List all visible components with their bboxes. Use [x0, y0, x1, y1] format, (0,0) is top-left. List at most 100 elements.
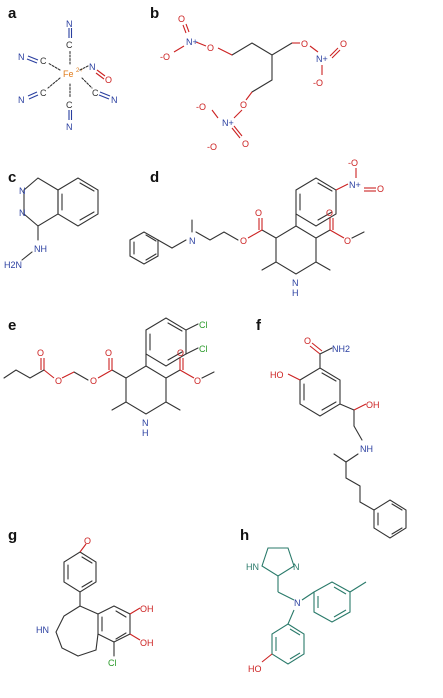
oxygen-right-double: O: [340, 39, 347, 49]
phenol-oh-f: HO: [270, 370, 284, 380]
oxygen-right: O: [301, 39, 308, 49]
oxygen-left-double: O: [178, 14, 185, 24]
alcohol-oh-f: OH: [366, 400, 380, 410]
panel-letter-e: e: [8, 317, 16, 334]
imidazoline-hn: HN: [246, 562, 259, 572]
bond-fe-c-downleft: [47, 77, 61, 89]
ester-o-d-left: O: [255, 208, 262, 218]
ester-o2-e-right: O: [194, 376, 201, 386]
panel-letter-h: h: [240, 527, 249, 544]
oxygen-right-minus: -O: [313, 78, 323, 88]
chlorine-e1: Cl: [199, 320, 208, 330]
dihydropyridine-ring-e: [125, 365, 167, 415]
benzyl-ring-d: [129, 231, 159, 265]
ester-o2-d-left: O: [240, 236, 247, 246]
butyrate-chain: [3, 369, 45, 379]
panel-e: e Cl Cl N H O O: [3, 317, 215, 438]
ester-o-e-left: O: [105, 348, 112, 358]
hydralazine-benzo-ring: [57, 177, 99, 227]
panel-letter-c: c: [8, 169, 16, 186]
amide-o: O: [304, 336, 311, 346]
nitrogen-downleft: N: [18, 95, 25, 105]
nicardipine-structure: N+ -O O N H O O O O: [129, 158, 384, 298]
fenoldopam-oh-1: OH: [140, 604, 154, 614]
oxygen-left-minus: -O: [160, 52, 170, 62]
nitrogen-top: N: [66, 19, 73, 29]
tolyl-ring: [313, 581, 351, 623]
panel-d: d N+ -O O N H O O: [129, 158, 384, 298]
ester-o-d-right: O: [326, 208, 333, 218]
panel-g: g O HN OH OH Cl: [8, 527, 154, 668]
fenoldopam-structure: O HN OH OH Cl: [36, 536, 154, 668]
panel-f: f O NH2 HO OH NH: [256, 317, 407, 539]
carbon-downright: C: [92, 88, 99, 98]
nitro-n-d: N+: [349, 180, 361, 190]
phentolamine-ho: HO: [248, 664, 262, 674]
dhp-h-d: H: [292, 288, 299, 298]
carbon-upleft: C: [40, 56, 47, 66]
ester-o3-e: O: [55, 376, 62, 386]
bond-fe-c-upleft: [47, 62, 61, 71]
nitrosyl-nitrogen: N: [89, 62, 96, 72]
carbon-top: C: [66, 40, 73, 50]
nitrogen-downright: N: [111, 95, 118, 105]
oxygen-bottom-minus-2: -O: [207, 142, 217, 152]
imidazoline-n: N: [293, 562, 300, 572]
fenoldopam-hn: HN: [36, 625, 49, 635]
panel-letter-a: a: [8, 5, 17, 22]
nitro-o-d: O: [377, 184, 384, 194]
oxygen-bottom: O: [240, 100, 247, 110]
clevidipine-structure: Cl Cl N H O O O O O: [3, 317, 215, 438]
imidazoline-ring: [261, 547, 295, 577]
hydralazine-structure: N N NH H2N: [4, 177, 99, 270]
amine-n-d: N: [189, 236, 196, 246]
phentolamine-n: N: [294, 598, 301, 608]
hydralazine-n1: N: [19, 186, 26, 196]
nitroglycerin-structure: O N+ O -O O N+ O -O O N+ -O: [160, 14, 347, 152]
panel-letter-d: d: [150, 169, 159, 186]
hydroxyphenyl-ring: [63, 551, 97, 593]
nitrosyl-oxygen: O: [105, 75, 112, 85]
ester-o4-e: O: [37, 348, 44, 358]
dhp-nh-e: N: [142, 418, 149, 428]
carbon-bottom: C: [66, 100, 73, 110]
dhp-h-e: H: [142, 428, 149, 438]
labetalol-structure: O NH2 HO OH NH: [270, 336, 407, 539]
iron-charge: 2+: [76, 68, 83, 74]
panel-letter-f: f: [256, 317, 262, 334]
hydralazine-nh: NH: [34, 244, 47, 254]
panel-b: b O N+ O -O O N+ O -O: [150, 5, 347, 152]
oxygen-bottom-minus: -O: [196, 102, 206, 112]
bond-fe-c-downright: [81, 77, 93, 89]
fenoldopam-oh-2: OH: [140, 638, 154, 648]
nitrogen-right: N+: [316, 54, 328, 64]
labetalol-phenyl-ring: [373, 499, 407, 539]
iron-atom: Fe: [63, 69, 74, 79]
ester-o2-e-left: O: [90, 376, 97, 386]
fenoldopam-cl: Cl: [108, 658, 117, 668]
carbon-downleft: C: [40, 88, 47, 98]
ester-o-e-right: O: [177, 348, 184, 358]
panel-letter-b: b: [150, 5, 159, 22]
panel-letter-g: g: [8, 527, 17, 544]
nitro-o-minus-d: -O: [348, 158, 358, 168]
panel-c: c N N NH H2N: [4, 169, 99, 270]
glycerol-backbone: [231, 42, 293, 56]
panel-a: a Fe 2+ C N C N C N C: [8, 5, 118, 132]
panel-h: h HN N N HO: [240, 527, 367, 674]
fenoldopam-oh-top: O: [84, 536, 91, 546]
labetalol-benzene-ring: [299, 367, 341, 417]
oxygen-bottom-double: O: [242, 139, 249, 149]
chlorine-e2: Cl: [199, 344, 208, 354]
nitrogen-bottom: N+: [222, 118, 234, 128]
oxygen-left: O: [207, 43, 214, 53]
nitroprusside-structure: Fe 2+ C N C N C N C N C: [18, 19, 118, 132]
phentolamine-structure: HN N N HO: [246, 547, 367, 674]
phentolamine-phenol-ring: [271, 623, 305, 665]
hydralazine-n2: N: [19, 208, 26, 218]
amide-nh2: NH2: [332, 344, 350, 354]
hydralazine-pyridazine-ring: [23, 177, 59, 227]
bond-fe-no: [79, 65, 89, 71]
nitrogen-left: N+: [186, 37, 198, 47]
